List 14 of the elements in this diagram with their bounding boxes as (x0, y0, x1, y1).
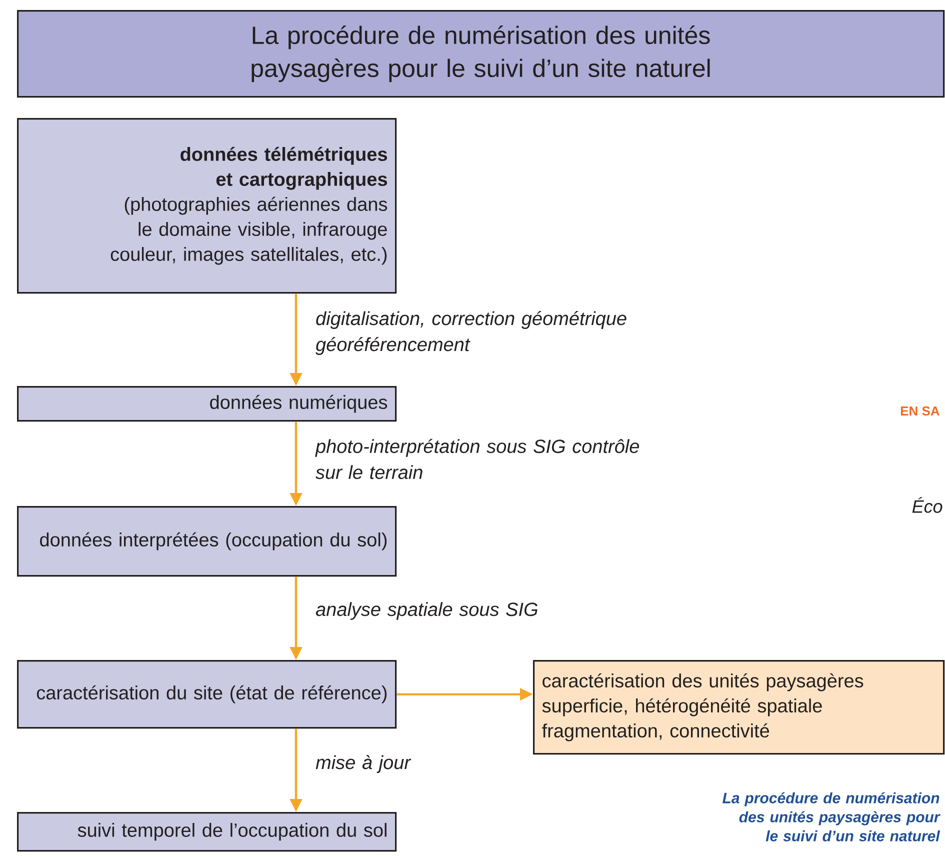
edge-label: photo-interprétation sous SIG contrôle sur le terrain (315, 438, 640, 480)
process-box: données interprétées (occupation du sol) (17, 506, 397, 577)
caption: La procédure de numérisation des unités paysagères pour le suivi d’un site naturel (722, 792, 940, 842)
process-box: caractérisation du site (état de référence) (17, 660, 397, 729)
process-box: caractérisation des unités paysagères superficie, hétérogénéité spatiale fragmentation, connectivité (533, 660, 945, 755)
title-banner: La procédure de numérisation des unités paysagères pour le suivi d’un site naturel (17, 10, 945, 98)
note-text: Éco (912, 497, 942, 513)
edge-label: analyse spatiale sous SIG (316, 602, 538, 620)
edge-label: mise à jour (316, 755, 412, 773)
section-heading: EN SA (900, 406, 940, 416)
process-box: suivi temporel de l’occupation du sol (17, 812, 397, 852)
process-box: données télémétriques et cartographiques (photographies aériennes dans le domaine visible, infrarouge couleur, images satellitales, etc.) (17, 118, 397, 294)
process-box: données numériques (17, 386, 397, 422)
edge-label: digitalisation, correction géométrique géoréférencement (316, 311, 626, 355)
